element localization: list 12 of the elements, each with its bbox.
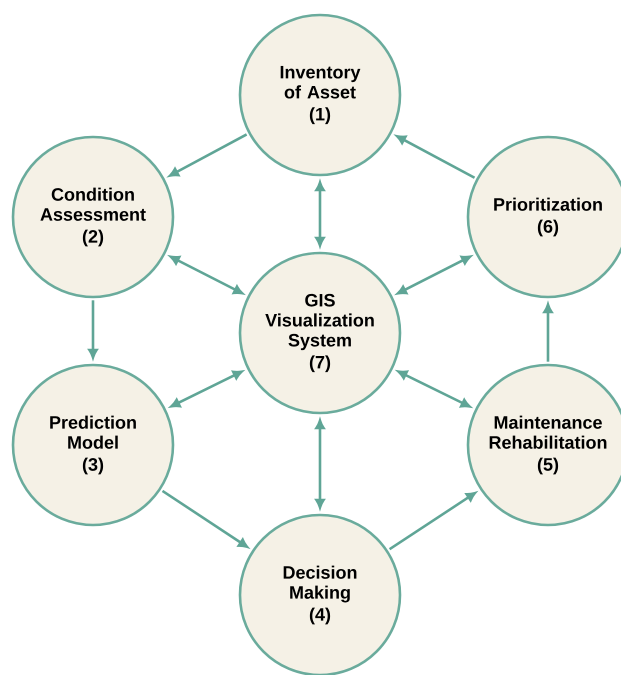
arrow xyxy=(162,490,248,548)
arrow xyxy=(396,135,476,179)
arrow xyxy=(396,255,472,295)
arrow xyxy=(315,419,325,509)
arrow xyxy=(397,370,471,408)
arrow xyxy=(170,370,243,408)
arrow xyxy=(388,492,476,550)
arrow xyxy=(88,300,98,359)
arrow xyxy=(543,303,553,362)
arrow xyxy=(170,256,244,294)
arrow xyxy=(315,181,325,247)
arrow xyxy=(168,133,248,177)
